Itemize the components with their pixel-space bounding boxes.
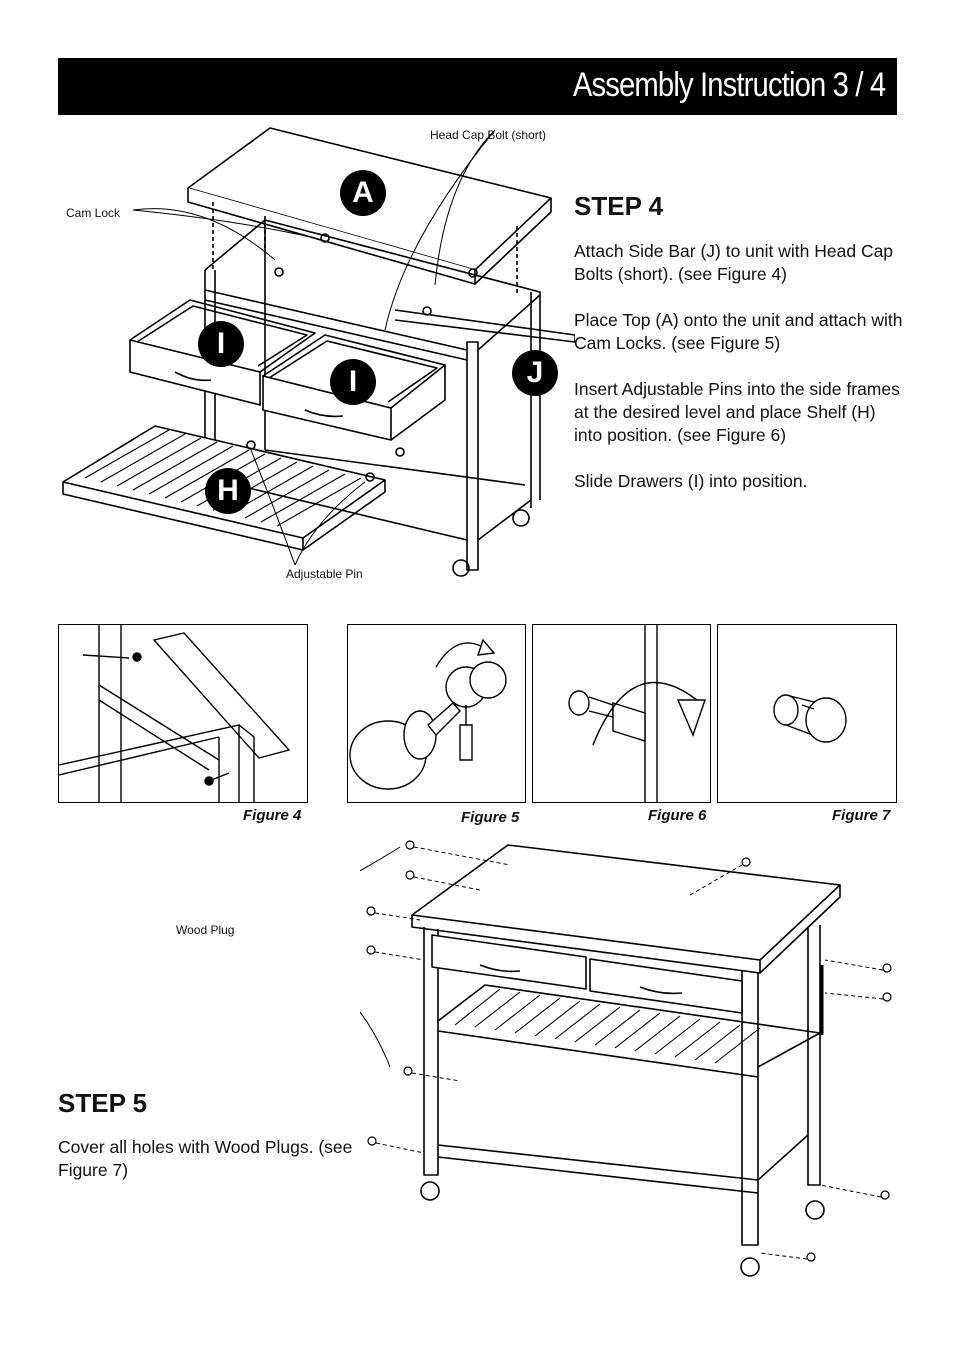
callout-wood-plug: Wood Plug — [176, 923, 235, 937]
step5-instructions: Cover all holes with Wood Plugs. (see Fi… — [58, 1136, 358, 1205]
part-label-i-right: I — [330, 359, 376, 405]
step4-paragraph-1: Attach Side Bar (J) to unit with Head Ca… — [574, 241, 894, 284]
figure-6-box — [532, 624, 711, 803]
callout-cam-lock: Cam Lock — [66, 206, 121, 220]
step5-paragraph-1: Cover all holes with Wood Plugs. (see Fi… — [58, 1137, 353, 1180]
header-bar: Assembly Instruction 3 / 4 — [58, 58, 897, 115]
figure-5-drawing — [349, 638, 507, 790]
page-title: Assembly Instruction 3 / 4 — [572, 66, 886, 104]
step4-title: STEP 4 — [574, 191, 664, 221]
part-label-i-left: I — [198, 321, 244, 367]
step5-assembled-diagram — [360, 840, 892, 1277]
part-label-h: H — [205, 468, 251, 514]
figure-5-caption: Figure 5 — [461, 809, 520, 826]
callout-head-cap-bolt: Head Cap Bolt (short) — [430, 128, 547, 142]
figure-4-box — [58, 624, 308, 803]
figure-7-box — [717, 624, 897, 803]
figure-7-caption: Figure 7 — [832, 807, 891, 824]
step4-paragraph-2: Place Top (A) onto the unit and attach w… — [574, 310, 903, 353]
figure-7-drawing — [773, 694, 847, 743]
step4-instructions: Attach Side Bar (J) to unit with Head Ca… — [574, 240, 904, 516]
figure-6-caption: Figure 6 — [648, 807, 707, 824]
part-label-a: A — [340, 170, 386, 216]
figure-4-drawing — [59, 625, 291, 802]
figure-6-drawing — [568, 625, 706, 802]
figure-4-caption: Figure 4 — [243, 807, 302, 824]
step5-title: STEP 5 — [58, 1088, 148, 1118]
step4-paragraph-4: Slide Drawers (I) into position. — [574, 471, 808, 491]
callout-adjustable-pin: Adjustable Pin — [286, 567, 363, 581]
step4-exploded-diagram — [62, 127, 575, 577]
part-label-j: J — [512, 350, 558, 396]
step4-paragraph-3: Insert Adjustable Pins into the side fra… — [574, 379, 900, 445]
figure-5-box — [347, 624, 526, 803]
